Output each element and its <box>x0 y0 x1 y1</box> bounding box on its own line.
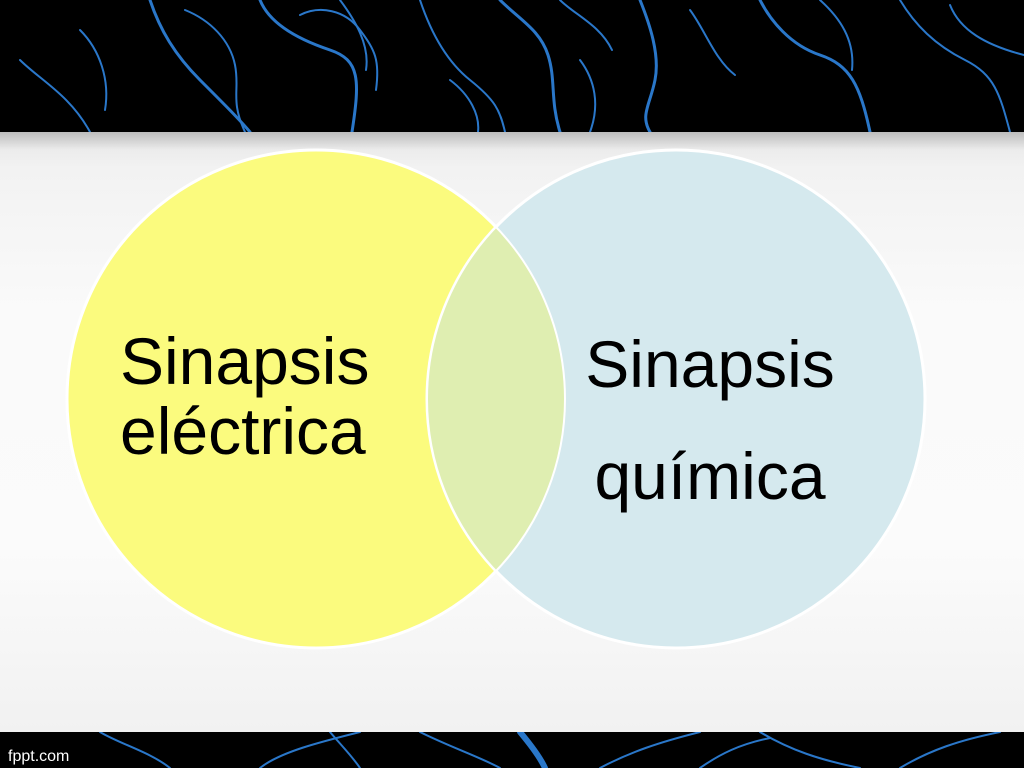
top-decorative-band <box>0 0 1024 132</box>
blue-veins-top-image <box>19 0 1024 132</box>
bottom-decorative-band <box>0 732 1024 768</box>
right-circle-label-line2: química <box>594 439 826 513</box>
fppt-watermark: fppt.com <box>8 748 70 765</box>
venn-circle-right-outline <box>426 149 926 649</box>
blue-veins-bottom-image <box>99 732 1001 768</box>
left-circle-label: Sinapsis eléctrica <box>120 326 440 466</box>
left-circle-label-line2: eléctrica <box>120 394 366 468</box>
right-circle-label-line1: Sinapsis <box>585 327 835 401</box>
venn-circle-left-outline <box>66 149 566 649</box>
content-top-shadow <box>0 132 1024 150</box>
left-circle-label-line1: Sinapsis <box>120 324 370 398</box>
right-circle-label: Sinapsis química <box>560 308 860 532</box>
